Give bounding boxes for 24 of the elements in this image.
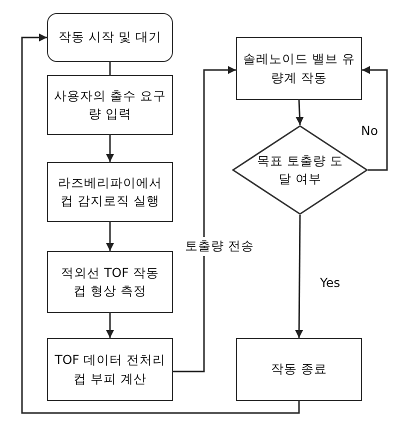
node-text: 사용자의 출수 요구량 입력	[54, 86, 166, 123]
arrow	[106, 222, 114, 251]
arrow	[106, 135, 114, 162]
node-text: 목표 토출량 도달 여부	[256, 152, 344, 188]
process-box	[47, 75, 173, 135]
process-box	[47, 338, 173, 401]
process-box	[236, 37, 362, 100]
arrow	[362, 66, 388, 171]
arrow	[21, 34, 300, 414]
arrow	[106, 313, 114, 338]
arrow	[295, 215, 304, 338]
node-text: 솔레노이드 밸브 유량계 작동	[243, 50, 355, 86]
edge-label: 토출량 전송	[183, 237, 256, 256]
process-box	[47, 162, 173, 222]
process-box	[236, 338, 362, 401]
node-text: 적외선 TOF 작동 컵 형상 측정	[60, 264, 160, 300]
process-box	[47, 251, 173, 313]
arrow	[296, 100, 304, 126]
start-box	[47, 13, 173, 62]
node-text: 작동 종료	[271, 360, 327, 378]
node-text: 라즈베리파이에서 컵 감지로직 실행	[57, 174, 163, 210]
node-text: TOF 데이터 전처리 컵 부피 계산	[54, 351, 166, 388]
arrow	[173, 66, 236, 372]
node-text: 작동 시작 및 대기	[58, 28, 162, 46]
